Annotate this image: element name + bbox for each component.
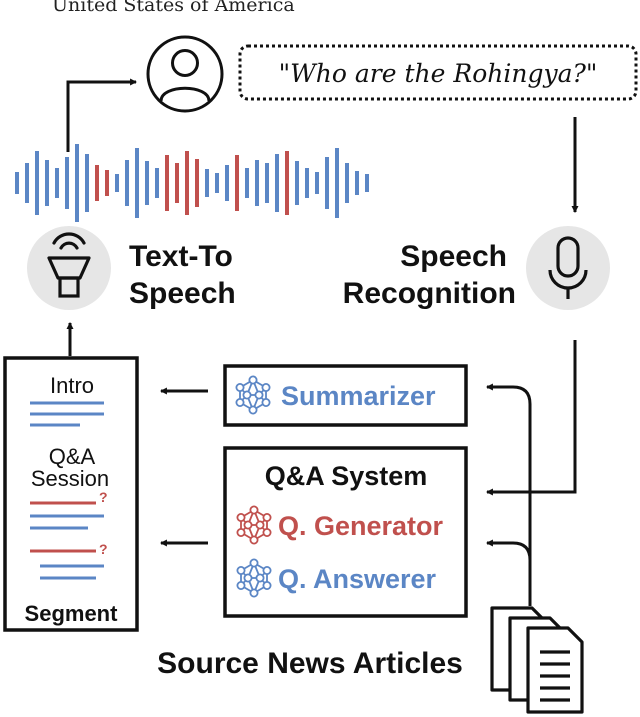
- source-label: Source News Articles: [157, 647, 463, 680]
- segment-qa-label-line2: Session: [31, 466, 109, 491]
- documents-icon: [490, 606, 584, 714]
- speech-bubble: "Who are the Rohingya?": [238, 44, 638, 101]
- qa-system-title: Q&A System: [265, 461, 428, 491]
- summarizer-box: Summarizer: [223, 364, 468, 427]
- arrow-articles-to-summarizer: [485, 383, 532, 606]
- q-generator-label: Q. Generator: [278, 511, 444, 541]
- arrow-articles-to-qa: [485, 539, 532, 561]
- asr-label-line1: Speech: [400, 240, 507, 273]
- speech-quote: "Who are the Rohingya?": [279, 59, 598, 88]
- tts-label-line1: Text-To: [129, 240, 233, 273]
- summarizer-label: Summarizer: [281, 381, 436, 411]
- header-partial-text: United States of America: [52, 0, 295, 16]
- asr-label-line2: Recognition: [343, 277, 516, 310]
- user-icon: [146, 35, 224, 113]
- segment-question-mark: ?: [99, 489, 108, 505]
- qa-system-box: Q&A System Q. Generator Q. Answerer: [223, 446, 468, 618]
- q-answerer-label: Q. Answerer: [278, 564, 437, 594]
- arrow-asr-to-qa: [485, 340, 577, 496]
- segment-box: Intro Q&A Session ? ? Segment: [3, 356, 139, 632]
- segment-title: Segment: [25, 601, 119, 626]
- arrow-wave-to-user: [66, 78, 138, 152]
- tts-label-line2: Speech: [129, 277, 236, 310]
- audio-waveform: [15, 144, 369, 222]
- segment-intro-label: Intro: [50, 373, 94, 398]
- segment-qa-label-line1: Q&A: [49, 444, 96, 469]
- microphone-icon: [526, 226, 610, 310]
- segment-question-mark: ?: [99, 541, 108, 557]
- speaker-icon: [27, 226, 111, 310]
